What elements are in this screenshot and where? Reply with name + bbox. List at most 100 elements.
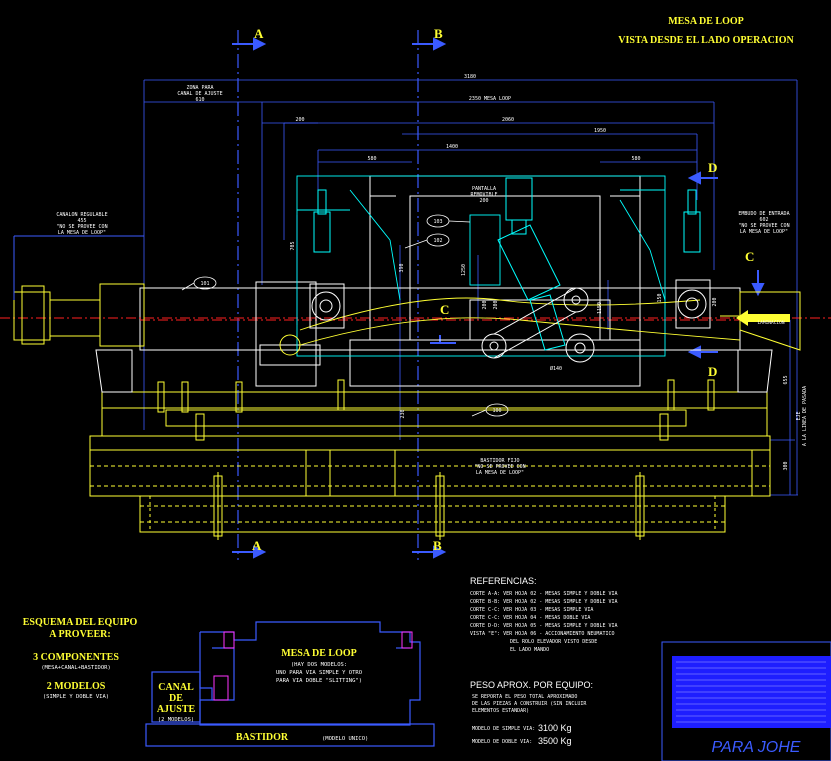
esquema-title1: ESQUEMA DEL EQUIPO <box>23 617 138 628</box>
esquema-modelos-sub: (SIMPLE Y DOBLE VIA) <box>43 694 109 700</box>
dim-t200: 200 <box>712 297 718 306</box>
esquema-mesa-l1: (HAY DOS MODELOS: <box>291 662 347 668</box>
dim-v705: 705 <box>290 241 296 250</box>
esquema-canal-l3: AJUSTE <box>157 704 196 715</box>
canalon-regulable <box>13 235 145 347</box>
dim-580a: 580 <box>367 156 376 162</box>
dim-v1150: 1150 <box>597 302 603 314</box>
canalon-line1: CANALON REGULABLE <box>56 212 107 218</box>
esquema-mesa-l2: UNO PARA VIA SIMPLE Y OTRO <box>276 670 362 676</box>
section-d-top: D <box>708 160 717 175</box>
pantalla-line1: PANTALLA <box>472 186 496 192</box>
dim-v300: 300 <box>783 461 789 470</box>
canalon-line4: LA MESA DE LOOP" <box>58 230 106 236</box>
dim-v200b: 200 <box>493 300 499 309</box>
dim-zona-l3: 610 <box>195 97 204 103</box>
esquema-componentes: 3 COMPONENTES <box>33 652 119 663</box>
referencias-block: REFERENCIAS: CORTE A-A: VER HOJA 02 - ME… <box>470 576 618 653</box>
pantalla-line2: REMOVIBLE <box>470 192 497 198</box>
esquema-text: ESQUEMA DEL EQUIPO A PROVEER: 3 COMPONEN… <box>23 617 138 700</box>
dim-1400: 1400 <box>446 144 458 150</box>
esquema-canal-sub: (2 MODELOS) <box>158 717 194 723</box>
section-letters: A B A B D D C C <box>252 26 754 553</box>
sentido-laminacion-arrow <box>736 310 790 326</box>
dim-v230: 230 <box>400 409 406 418</box>
section-a-top: A <box>254 26 264 41</box>
peso-title: PESO APROX. POR EQUIPO: <box>470 680 593 690</box>
section-markers <box>232 37 765 559</box>
embudo-line3: "NO SE PROVEE CON <box>738 223 789 229</box>
ref-item-7: EL LADO MANDO <box>510 647 549 653</box>
dim-200: 200 <box>295 117 304 123</box>
pantalla-line3: 200 <box>479 198 488 204</box>
rollers <box>157 279 715 413</box>
bastidor-line3: LA MESA DE LOOP" <box>476 470 524 476</box>
peso-block: PESO APROX. POR EQUIPO: SE REPORTA EL PE… <box>470 680 593 746</box>
bastidor-line2: "NO SE PROVEE CON <box>474 464 525 470</box>
title-line1: MESA DE LOOP <box>668 16 744 27</box>
peso-doble-value: 3500 Kg <box>538 736 572 746</box>
esquema-canal-l2: DE <box>169 693 183 704</box>
section-d-bottom: D <box>708 364 717 379</box>
section-c-center: C <box>440 302 449 317</box>
cyan-frame <box>296 175 741 357</box>
balloon-103: 103 <box>433 219 442 225</box>
section-lines <box>237 30 419 560</box>
dim-zona-l1: ZONA PARA <box>186 85 213 91</box>
dim-v200a: 200 <box>482 300 488 309</box>
balloon-102: 102 <box>433 238 442 244</box>
referencias-title: REFERENCIAS: <box>470 576 537 586</box>
dim-diam: Ø140 <box>550 365 562 372</box>
section-b-bottom: B <box>433 538 442 553</box>
ref-item-0: CORTE A-A: VER HOJA 02 - MESAS SIMPLE Y … <box>470 591 618 597</box>
title-block: PARA JOHE <box>661 641 831 761</box>
ref-item-2: CORTE C-C: VER HOJA 03 - MESAS SIMPLE VI… <box>470 607 593 613</box>
esquema-bastidor: BASTIDOR <box>236 732 289 743</box>
peso-note1: SE REPORTA EL PESO TOTAL APROXIMADO <box>472 694 577 700</box>
ref-item-3: CORTE C-C: VER HOJA 04 - MESAS DOBLE VIA <box>470 615 590 621</box>
ref-item-6: DEL ROLO ELEVADOR VISTO DESDE <box>510 639 597 645</box>
esquema-modelos: 2 MODELOS <box>47 681 106 692</box>
section-a-bottom: A <box>252 538 262 553</box>
esquema-mesa-l3: PARA VIA DOBLE "SLITTING") <box>276 678 362 684</box>
dim-v1250: 1250 <box>461 264 467 276</box>
cylinders <box>313 177 701 351</box>
bastidor-line1: BASTIDOR FIJO <box>480 458 519 464</box>
embudo-line2: 602 <box>759 217 768 223</box>
peso-simple-value: 3100 Kg <box>538 723 572 733</box>
esquema-mesa-title: MESA DE LOOP <box>281 648 357 659</box>
eje-line2: A LA LINEA DE PASADA <box>802 386 808 446</box>
ref-item-1: CORTE B-B: VER HOJA 02 - MESAS SIMPLE Y … <box>470 599 618 605</box>
peso-note2: DE LAS PIEZAS A CONSTRUIR (SIN INCLUIR <box>472 701 587 707</box>
esquema-magenta <box>213 631 413 701</box>
esquema-componentes-sub: (MESA+CANAL+BASTIDOR) <box>41 665 111 671</box>
eje-line1: EJE <box>796 411 802 420</box>
callout-labels: CANALON REGULABLE 455 "NO SE PROVEE CON … <box>56 186 808 476</box>
balloons <box>181 214 509 417</box>
base-bolts <box>195 413 669 540</box>
balloon-100: 100 <box>492 408 501 414</box>
ref-item-5: VISTA "E": VER HOJA 06 - ACCIONAMIENTO N… <box>470 631 615 637</box>
dim-v655: 655 <box>783 375 789 384</box>
embudo-line4: LA MESA DE LOOP" <box>740 229 788 235</box>
peso-simple-label: MODELO DE SIMPLE VIA: <box>472 726 535 732</box>
dim-mesa: 2350 MESA LOOP <box>469 96 511 102</box>
dim-2060: 2060 <box>502 117 514 123</box>
title-line2: VISTA DESDE EL LADO OPERACION <box>618 35 794 46</box>
dim-zona-l2: CANAL DE AJUSTE <box>177 91 222 97</box>
sentido-line1: SENTIDO DE <box>757 310 784 316</box>
canalon-line2: 455 <box>77 218 86 224</box>
esquema-canal-l1: CANAL <box>158 682 194 693</box>
sentido-line2: LAMINACION <box>757 320 784 326</box>
bastidor-frame <box>89 435 771 533</box>
dimension-texts: 3180 ZONA PARA CANAL DE AJUSTE 610 2350 … <box>177 74 789 471</box>
esquema-title2: A PROVEER: <box>49 629 110 640</box>
section-c-right: C <box>745 249 754 264</box>
peso-doble-label: MODELO DE DOBLE VIA: <box>472 739 532 745</box>
balloon-101: 101 <box>200 281 209 287</box>
peso-note3: ELEMENTOS ESTANDAR) <box>472 708 529 714</box>
section-b-top: B <box>434 26 443 41</box>
esquema-labels: MESA DE LOOP (HAY DOS MODELOS: UNO PARA … <box>157 648 369 743</box>
canalon-line3: "NO SE PROVEE CON <box>56 224 107 230</box>
